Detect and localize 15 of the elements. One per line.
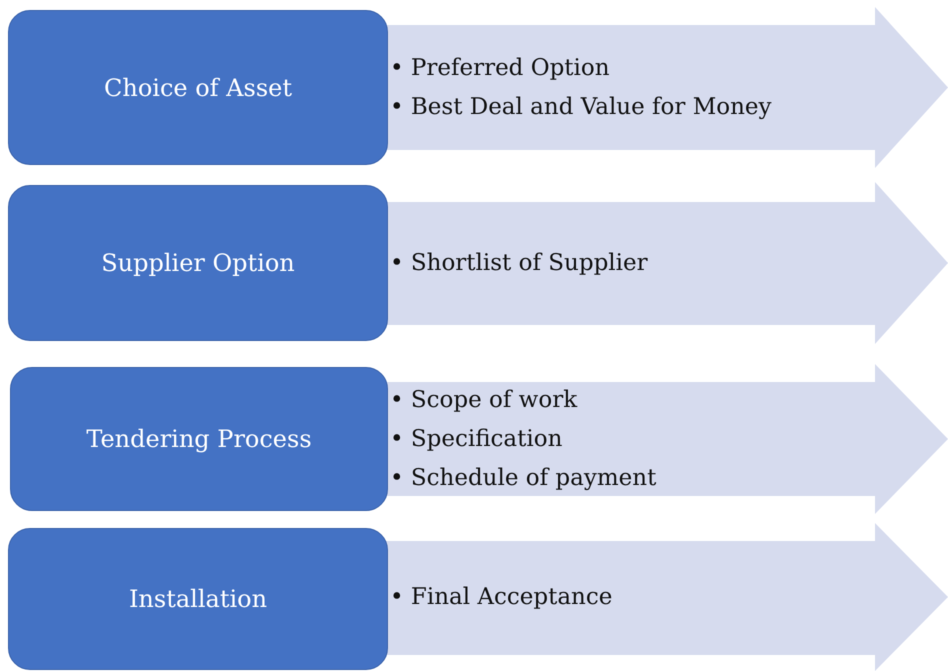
bullet-item: • Shortlist of Supplier: [390, 249, 648, 278]
bullet-item: • Specification: [390, 425, 564, 454]
bullet-item: • Schedule of payment: [390, 464, 656, 493]
bullet-item: • Scope of work: [390, 386, 578, 415]
bullet-item: • Final Acceptance: [390, 583, 612, 612]
bullet-item: • Best Deal and Value for Money: [390, 93, 772, 122]
stage-box: [8, 528, 388, 670]
stage-title: Installation: [128, 585, 268, 613]
stage-box: [10, 367, 388, 511]
stage-title: Tendering Process: [86, 425, 312, 453]
stage-box: [8, 10, 388, 165]
bullet-item: • Preferred Option: [390, 54, 611, 83]
stage-box: [8, 185, 388, 341]
stage-title: Supplier Option: [101, 249, 295, 277]
stage-title: Choice of Asset: [104, 74, 292, 102]
